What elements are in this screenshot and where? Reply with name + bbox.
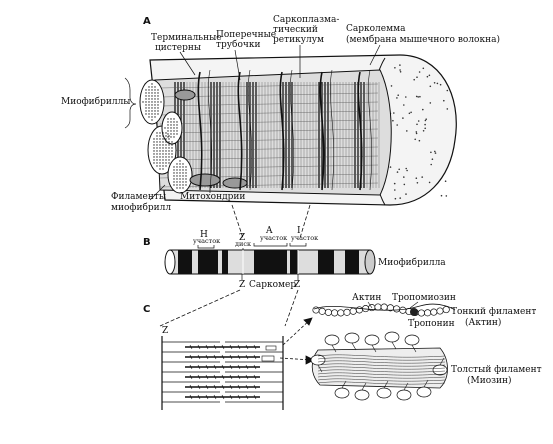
mitochondria-shapes bbox=[174, 89, 248, 189]
label-h-zone-letter: H bbox=[200, 230, 208, 240]
label-actin: Актин bbox=[352, 293, 381, 303]
thick-filament-detail bbox=[310, 331, 448, 401]
label-c-z: Z bbox=[162, 326, 168, 336]
thin-filament-leaders bbox=[367, 301, 419, 320]
label-filaments-1: Филаменты bbox=[111, 192, 166, 202]
label-myofibrils: Миофибриллы bbox=[61, 96, 130, 107]
sarcolemma-surface bbox=[389, 64, 449, 200]
panel-c-label: C bbox=[143, 304, 150, 315]
panel-a-label: A bbox=[143, 16, 151, 27]
label-sr-3: ретикулум bbox=[273, 35, 324, 45]
label-a-band-word: участок bbox=[260, 234, 287, 242]
label-h-zone-word: участок bbox=[193, 237, 220, 245]
label-z-disk-word: диск bbox=[235, 240, 251, 248]
label-thick-filament-1: Толстый филамент bbox=[451, 365, 542, 375]
label-troponin: Тропонин bbox=[408, 319, 455, 329]
sarcomere-bracket bbox=[241, 274, 299, 280]
myofibril-cylinder bbox=[164, 249, 376, 275]
label-sarcomere: Саркомер bbox=[249, 280, 296, 290]
label-sarcolemma-1: Сарколемма bbox=[346, 24, 406, 34]
sr-network bbox=[197, 69, 372, 191]
muscle-fiber-illustration bbox=[139, 54, 457, 206]
b-to-c-connectors bbox=[159, 289, 299, 327]
label-sr-1: Саркоплазма- bbox=[273, 15, 339, 25]
panel-a-leaders bbox=[124, 44, 381, 201]
label-a-band-letter: A bbox=[265, 226, 273, 236]
label-t-tubules-1: Поперечные bbox=[216, 30, 276, 40]
thin-filament-detail bbox=[312, 303, 456, 317]
c-detail-arrows bbox=[279, 317, 315, 365]
label-sarcomere-z-left: Z bbox=[239, 280, 245, 290]
label-z-disk-letter: Z bbox=[239, 233, 245, 243]
label-thin-filament-2: (Актин) bbox=[465, 317, 501, 328]
label-mitochondria: Митохондрии bbox=[180, 192, 245, 202]
label-myofibril: Миофибрилла bbox=[378, 257, 446, 268]
label-thick-filament-2: (Миозин) bbox=[467, 375, 512, 386]
label-terminal-cisterns-1: Терминальные bbox=[151, 33, 222, 43]
sarcomere-filaments bbox=[161, 336, 284, 410]
label-filaments-2: миофибрилл bbox=[111, 202, 171, 213]
label-thin-filament-1: Тонкий филамент bbox=[451, 307, 536, 317]
label-i-band-word: участок bbox=[291, 234, 318, 242]
label-tropomyosin: Тропомиозин bbox=[392, 293, 456, 303]
panel-b-label: B bbox=[143, 237, 151, 248]
label-terminal-cisterns-2: цистерны bbox=[155, 43, 201, 53]
myofibril-cross-sections bbox=[139, 79, 193, 194]
label-sarcomere-z-right: Z bbox=[294, 280, 300, 290]
label-sr-2: тический bbox=[273, 25, 318, 35]
label-t-tubules-2: трубочки bbox=[216, 39, 260, 50]
label-i-band-letter: I bbox=[297, 226, 301, 236]
label-sarcolemma-2: (мембрана мышечного волокна) bbox=[346, 34, 500, 45]
